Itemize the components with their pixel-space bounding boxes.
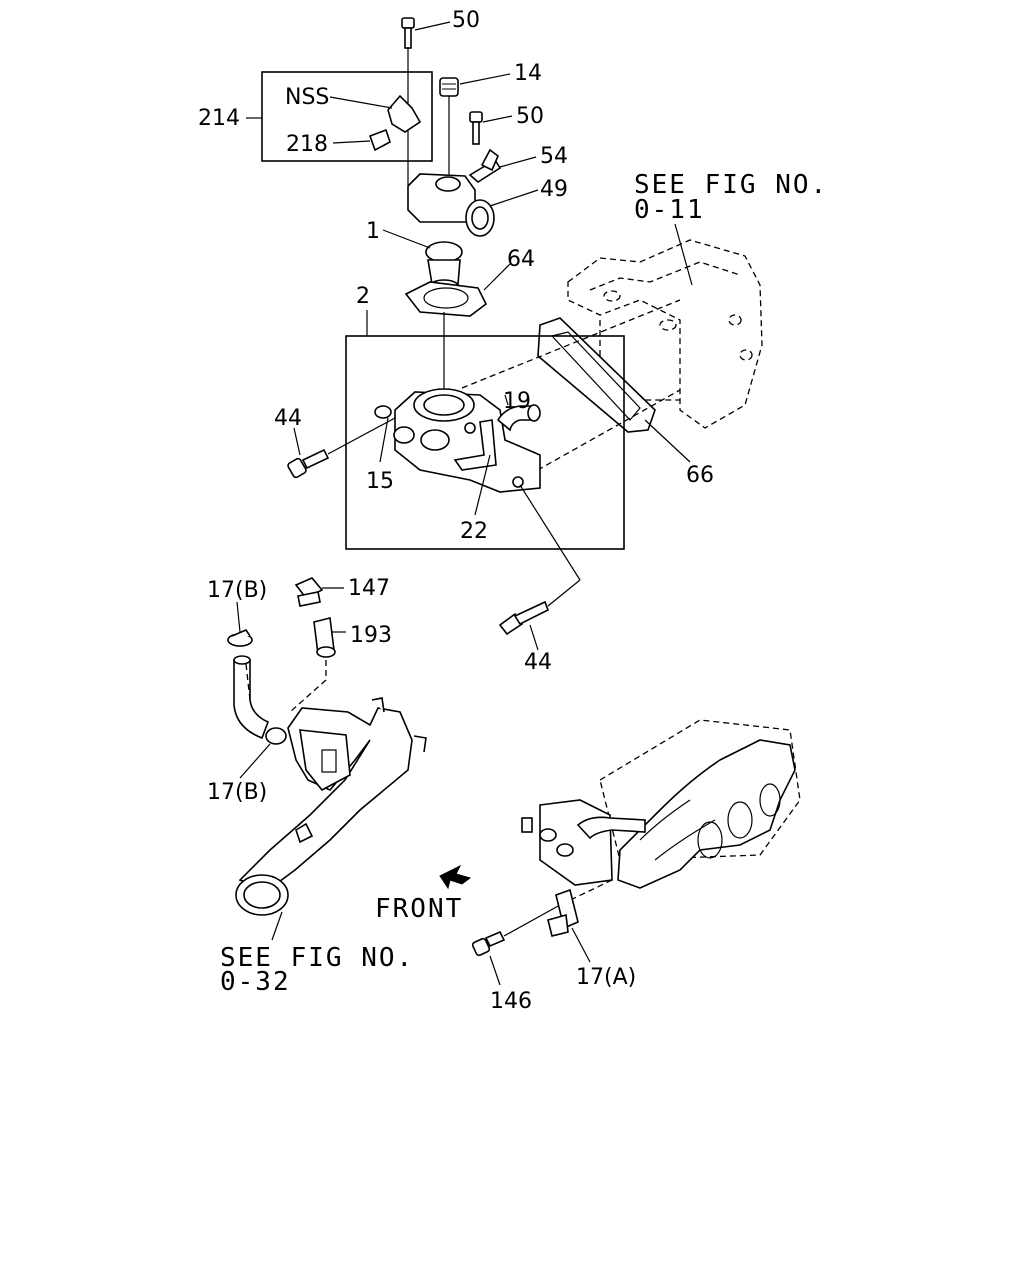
label-2: 2	[356, 284, 370, 309]
group-box-2	[345, 335, 625, 550]
ref-fig-032-line2: 0-32	[220, 967, 291, 997]
bracket-17a	[547, 888, 591, 963]
label-44-bottom: 44	[524, 650, 552, 675]
gasket-66	[537, 317, 691, 463]
clip-218	[332, 128, 391, 152]
bolt-44-left	[287, 417, 396, 479]
centerline-upper	[461, 299, 681, 389]
centerline-lower	[519, 389, 681, 481]
label-64: 64	[507, 247, 535, 272]
bolt-146	[471, 904, 561, 986]
thermostat-housing-49	[407, 173, 539, 237]
ref-fig-011-line2: 0-11	[634, 195, 705, 225]
thermostat-1	[382, 229, 463, 293]
front-arrow	[439, 864, 472, 890]
bolt-50-top	[401, 17, 451, 185]
label-1: 1	[366, 219, 380, 244]
gasket-64	[404, 263, 511, 405]
ref-fig-032-line1: SEE FIG NO.	[220, 943, 414, 973]
intake-manifold	[521, 719, 801, 906]
thermostat-case	[374, 388, 541, 516]
label-66: 66	[686, 463, 714, 488]
clamp-17b-bottom	[239, 727, 287, 779]
label-17b-top: 17(B)	[207, 578, 267, 603]
water-pipe	[235, 697, 427, 941]
front-label: FRONT	[375, 894, 463, 924]
label-214: 214	[198, 106, 240, 131]
ref-fig-011-line1: SEE FIG NO.	[634, 170, 828, 200]
hose-193	[289, 617, 346, 713]
label-nss: NSS	[285, 85, 329, 110]
label-49: 49	[540, 177, 568, 202]
clamp-17b-top	[227, 601, 253, 647]
bolt-44-bottom	[498, 484, 581, 651]
bolt-50-right	[469, 111, 513, 145]
bracket-54	[468, 148, 537, 183]
label-17a: 17(A)	[576, 965, 636, 990]
label-15: 15	[366, 469, 394, 494]
cap-14	[439, 73, 511, 175]
hose-17b	[233, 655, 270, 740]
label-50-top: 50	[452, 8, 480, 33]
label-22: 22	[460, 519, 488, 544]
label-19: 19	[503, 389, 531, 414]
label-50-right: 50	[516, 104, 544, 129]
label-147: 147	[348, 576, 390, 601]
bracket-nss	[329, 94, 422, 133]
label-218: 218	[286, 132, 328, 157]
label-146: 146	[490, 989, 532, 1014]
label-44-left: 44	[274, 406, 302, 431]
label-54: 54	[540, 144, 568, 169]
group-box-214	[261, 71, 433, 162]
label-14: 14	[514, 61, 542, 86]
label-17b-bottom: 17(B)	[207, 780, 267, 805]
label-193: 193	[350, 623, 392, 648]
clamp-147	[294, 577, 344, 607]
